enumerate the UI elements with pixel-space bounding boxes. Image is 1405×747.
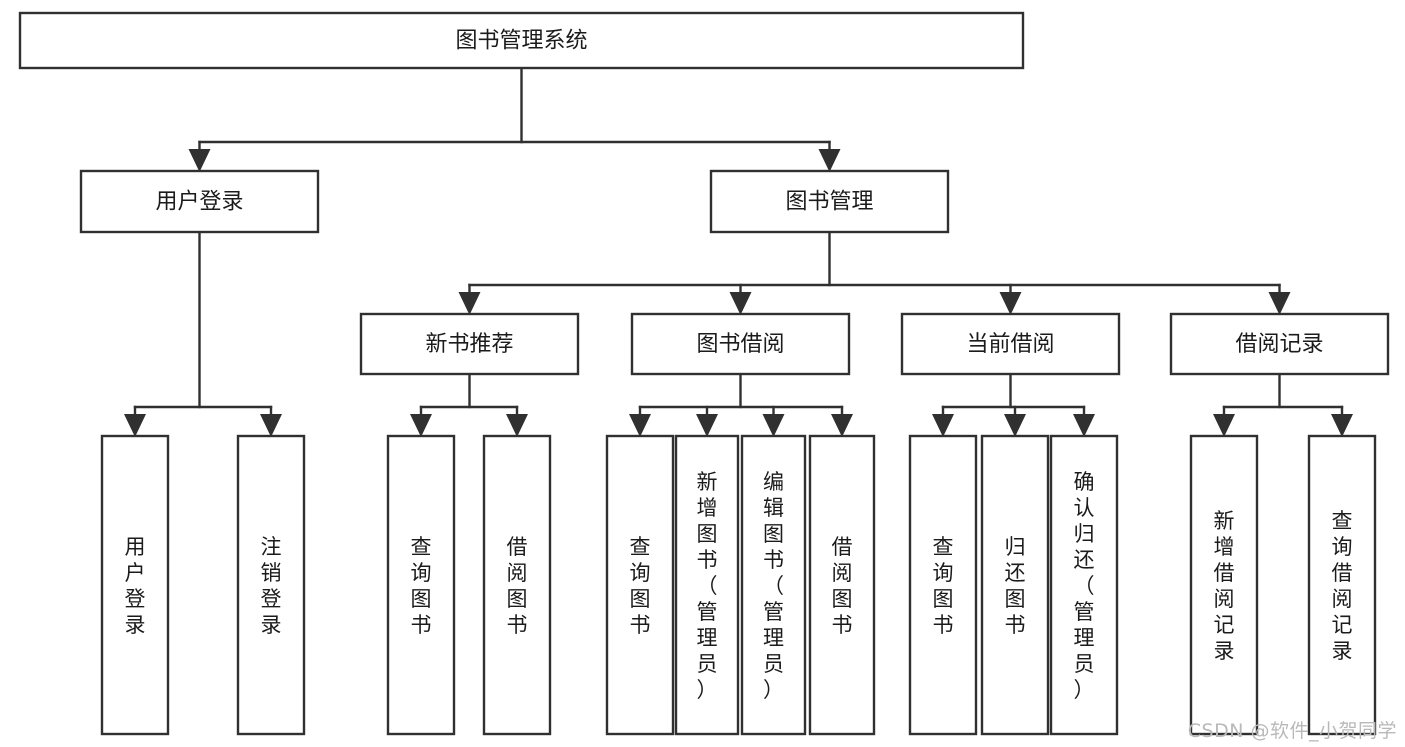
node-box-borrow-record — [1169, 312, 1390, 376]
node-box-leaf-query-book-3 — [908, 434, 978, 736]
node-box-leaf-borrow-book-2 — [808, 434, 876, 736]
edge-arrowhead-borrow-record — [1268, 292, 1291, 315]
edge-arrowhead-current-borrow — [999, 292, 1022, 315]
node-label-leaf-query-book-1: 查询图书 — [411, 535, 432, 637]
node-current-borrow[interactable]: 当前借阅 — [900, 312, 1121, 376]
node-leaf-borrow-book-1[interactable]: 借阅图书 — [482, 434, 552, 736]
edge-arrowhead-leaf-query-book-3 — [932, 414, 954, 437]
node-leaf-query-book-1[interactable]: 查询图书 — [386, 434, 456, 736]
node-box-leaf-add-record — [1189, 434, 1259, 736]
edge-arrowhead-user-login — [188, 149, 211, 172]
node-label-leaf-query-record: 查询借阅记录 — [1332, 509, 1353, 663]
node-leaf-borrow-book-2[interactable]: 借阅图书 — [808, 434, 876, 736]
node-box-leaf-confirm-return — [1049, 434, 1119, 736]
edge-arrowhead-book-manage — [818, 149, 841, 172]
node-box-user-login — [79, 169, 320, 234]
edge-arrowhead-leaf-logout — [260, 414, 282, 437]
node-label-leaf-add-record: 新增借阅记录 — [1214, 509, 1235, 663]
node-box-leaf-edit-book — [740, 434, 807, 736]
node-new-book-rec[interactable]: 新书推荐 — [359, 312, 580, 376]
node-borrow-record[interactable]: 借阅记录 — [1169, 312, 1390, 376]
edge-group-new-book-rec — [410, 372, 528, 437]
node-root[interactable]: 图书管理系统 — [18, 11, 1025, 70]
node-leaf-return-book[interactable]: 归还图书 — [980, 434, 1050, 736]
node-label-leaf-add-book: 新增图书（管理员） — [697, 470, 718, 702]
node-label-borrow-record: 借阅记录 — [1235, 332, 1323, 357]
nodes-layer: 图书管理系统用户登录图书管理新书推荐图书借阅当前借阅借阅记录用户登录注销登录查询… — [18, 11, 1390, 736]
edge-group-user-login — [124, 230, 282, 437]
edge-group-borrow-record — [1213, 372, 1353, 437]
node-user-login[interactable]: 用户登录 — [79, 169, 320, 234]
node-label-new-book-rec: 新书推荐 — [425, 332, 513, 357]
node-leaf-confirm-return[interactable]: 确认归还（管理员） — [1049, 434, 1119, 736]
edge-arrowhead-leaf-add-record — [1213, 414, 1235, 437]
node-label-root: 图书管理系统 — [455, 29, 587, 54]
node-box-leaf-query-record — [1307, 434, 1377, 736]
node-box-leaf-logout — [236, 434, 306, 736]
edge-arrowhead-leaf-user-login — [124, 414, 146, 437]
node-book-borrow[interactable]: 图书借阅 — [630, 312, 851, 376]
node-label-leaf-confirm-return: 确认归还（管理员） — [1074, 470, 1095, 702]
edge-arrowhead-leaf-borrow-book-1 — [506, 414, 528, 437]
node-label-leaf-logout: 注销登录 — [261, 535, 282, 637]
node-box-leaf-borrow-book-1 — [482, 434, 552, 736]
edge-arrowhead-book-borrow — [729, 292, 752, 315]
node-box-book-manage — [709, 169, 950, 234]
edge-arrowhead-leaf-edit-book — [762, 414, 785, 437]
node-label-leaf-user-login: 用户登录 — [125, 535, 146, 637]
edge-group-book-borrow — [629, 372, 853, 437]
node-box-leaf-user-login — [100, 434, 170, 736]
node-leaf-add-record[interactable]: 新增借阅记录 — [1189, 434, 1259, 736]
node-box-leaf-query-book-2 — [605, 434, 675, 736]
node-label-leaf-return-book: 归还图书 — [1005, 535, 1026, 637]
edge-arrowhead-leaf-query-book-1 — [410, 414, 432, 437]
node-leaf-query-book-3[interactable]: 查询图书 — [908, 434, 978, 736]
node-label-leaf-query-book-2: 查询图书 — [630, 535, 651, 637]
node-leaf-add-book[interactable]: 新增图书（管理员） — [674, 434, 740, 736]
node-label-user-login: 用户登录 — [155, 190, 243, 215]
edge-arrowhead-leaf-borrow-book-2 — [831, 414, 853, 437]
node-label-leaf-query-book-3: 查询图书 — [933, 535, 954, 637]
edge-group-book-manage — [458, 230, 1291, 315]
node-leaf-edit-book[interactable]: 编辑图书（管理员） — [740, 434, 807, 736]
node-leaf-logout[interactable]: 注销登录 — [236, 434, 306, 736]
node-box-leaf-query-book-1 — [386, 434, 456, 736]
edge-arrowhead-leaf-confirm-return — [1073, 414, 1095, 437]
edge-arrowhead-leaf-return-book — [1004, 414, 1026, 437]
node-label-book-manage: 图书管理 — [785, 190, 873, 215]
node-leaf-user-login[interactable]: 用户登录 — [100, 434, 170, 736]
edge-arrowhead-leaf-query-book-2 — [629, 414, 651, 437]
node-label-leaf-edit-book: 编辑图书（管理员） — [763, 470, 784, 702]
edge-group-root — [188, 66, 841, 172]
edge-arrowhead-leaf-add-book — [696, 414, 718, 437]
node-label-leaf-borrow-book-2: 借阅图书 — [832, 535, 853, 637]
node-box-new-book-rec — [359, 312, 580, 376]
edges-layer — [124, 66, 1353, 437]
node-box-current-borrow — [900, 312, 1121, 376]
watermark-text: CSDN @软件_小贺同学 — [1187, 720, 1397, 742]
edge-group-current-borrow — [932, 372, 1095, 437]
node-box-leaf-return-book — [980, 434, 1050, 736]
edge-arrowhead-leaf-query-record — [1331, 414, 1353, 437]
edge-arrowhead-new-book-rec — [458, 292, 481, 315]
node-box-leaf-add-book — [674, 434, 740, 736]
node-box-root — [18, 11, 1025, 70]
node-leaf-query-record[interactable]: 查询借阅记录 — [1307, 434, 1377, 736]
node-label-book-borrow: 图书借阅 — [696, 332, 784, 357]
node-label-leaf-borrow-book-1: 借阅图书 — [507, 535, 528, 637]
node-box-book-borrow — [630, 312, 851, 376]
node-book-manage[interactable]: 图书管理 — [709, 169, 950, 234]
node-leaf-query-book-2[interactable]: 查询图书 — [605, 434, 675, 736]
node-label-current-borrow: 当前借阅 — [966, 332, 1054, 357]
